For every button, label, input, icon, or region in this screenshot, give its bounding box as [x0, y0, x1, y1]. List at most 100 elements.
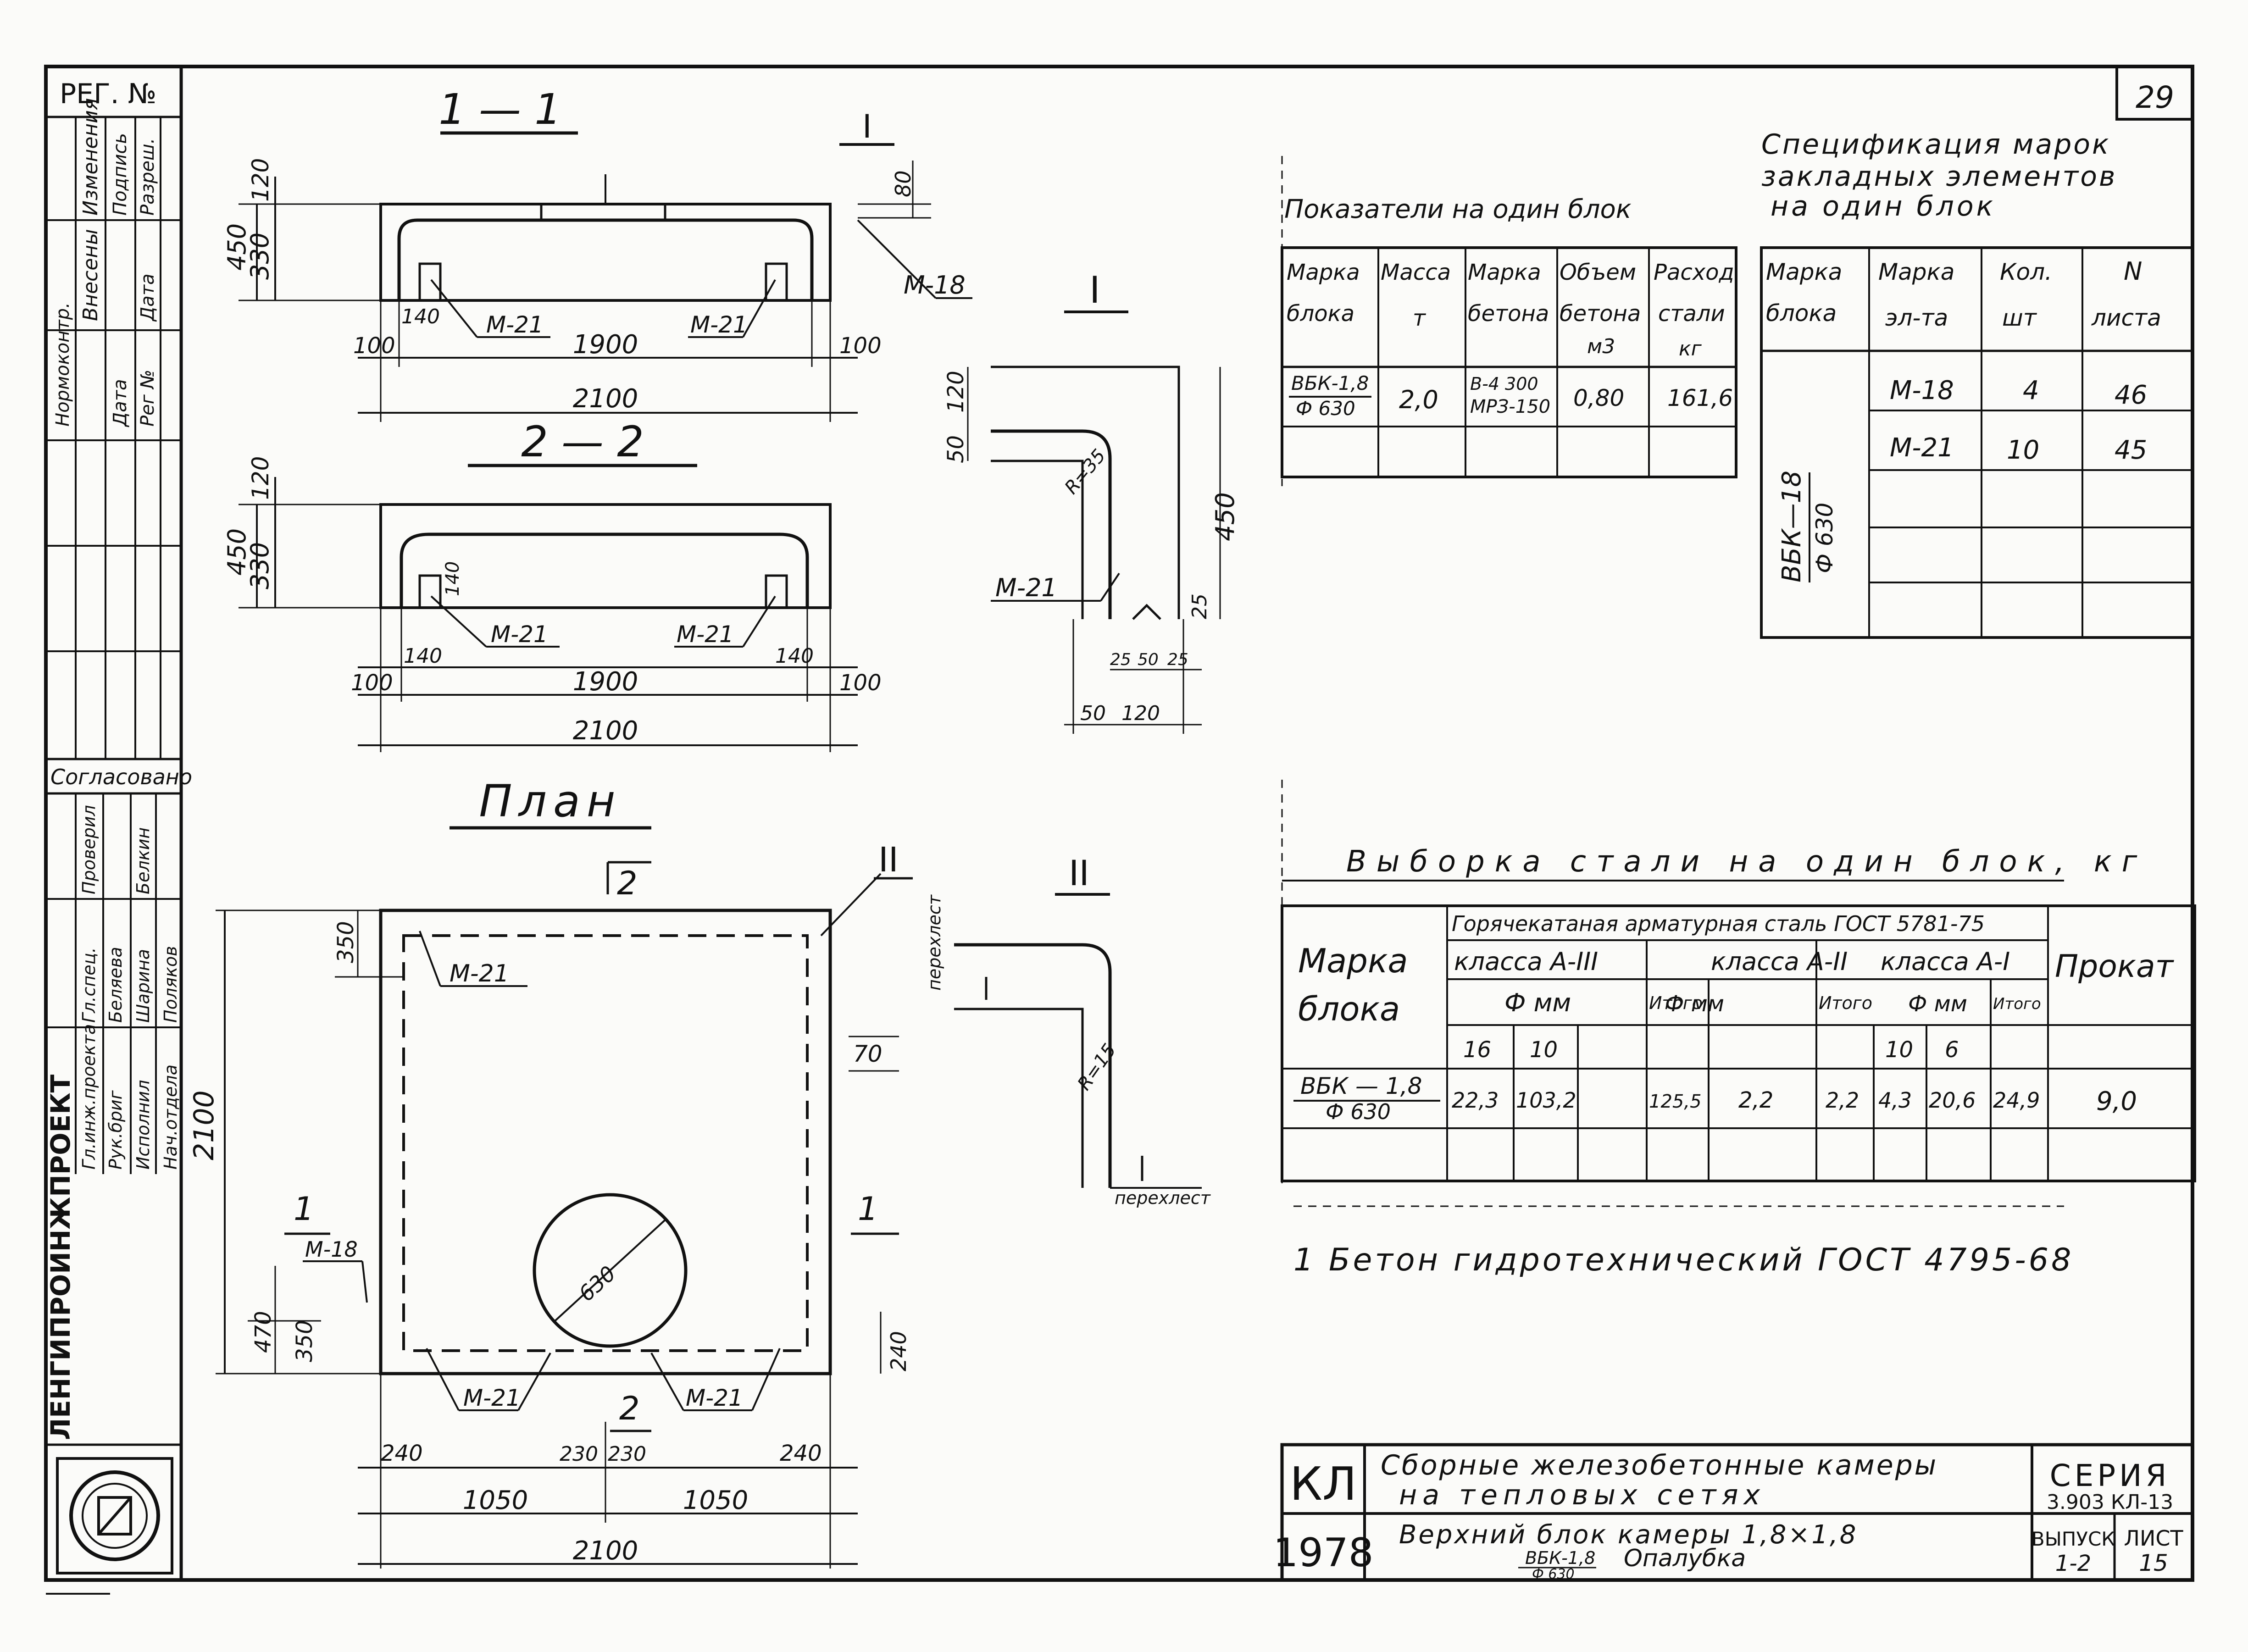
node-I-marker: I: [862, 108, 872, 145]
plan-dim-350-bot: 350: [292, 1320, 317, 1362]
ind-volume: 0,80: [1573, 385, 1624, 411]
ind-h-steel-2: стали: [1658, 301, 1725, 327]
spec-m18-qty: 4: [2023, 376, 2039, 405]
opening-circle: [533, 1193, 688, 1348]
steel-a2: 2,2: [1738, 1087, 1773, 1113]
title-block: КЛ 1978 Сборные железобетонные камеры на…: [1273, 1443, 2194, 1582]
outer-frame: [44, 65, 2194, 1582]
sig-role-0: Гл.инж.проекта: [79, 1024, 99, 1170]
spec-h-qty-2: шт: [2002, 305, 2037, 331]
plan-view: План 2 630 М-21 II 350 70 2100 1 1: [188, 776, 913, 1569]
steel-a2-dia: Ф мм: [1665, 991, 1724, 1017]
d1-dim-120: 120: [943, 371, 969, 413]
sig-name-2: Поляков: [161, 946, 181, 1023]
plan-sec11-right: 1: [858, 1190, 878, 1228]
s22-m21-right: М-21: [677, 621, 734, 648]
section-1-1: 1 — 1 I 450 120 330 80 М-18 М-21: [222, 85, 972, 422]
sig-name-1: Беляева: [105, 947, 126, 1023]
ind-h-mass-2: т: [1413, 305, 1427, 331]
plan-sec22-top: 2: [617, 865, 638, 902]
ind-conc-top: В-4 300: [1470, 374, 1538, 394]
tb-desc-1: Верхний блок камеры 1,8×1,8: [1399, 1520, 1858, 1550]
s22-dim-140-right: 140: [775, 644, 814, 668]
steel-title: Выборка стали на один блок, кг: [1346, 845, 2147, 879]
plan-dim-350-top: 350: [333, 921, 359, 963]
sig-role-4: Проверил: [79, 805, 99, 894]
s11-dim-2100: 2100: [573, 384, 638, 414]
s22-dim-100-left: 100: [351, 670, 393, 696]
rev-label-6: Дата: [137, 273, 158, 322]
steel-a2-itogo: Итого: [1819, 993, 1872, 1013]
tb-seria-value: 3.903 КЛ-13: [2047, 1491, 2173, 1514]
spec-title-1: Спецификация марок: [1761, 128, 2110, 161]
indicators-table: Показатели на один блок Марка блока Масс…: [1281, 194, 1737, 478]
tb-title-1: Сборные железобетонные камеры: [1381, 1449, 1938, 1481]
tb-code: КЛ: [1290, 1457, 1357, 1511]
sig-name-4: Белкин: [133, 827, 153, 894]
tb-vypusk-value: 1-2: [2055, 1551, 2091, 1576]
plan-dim-1050-l: 1050: [463, 1486, 528, 1515]
ind-h-mark-2: блока: [1287, 301, 1354, 327]
tb-vypusk-label: ВЫПУСК: [2032, 1528, 2115, 1550]
detail-I-title: I: [1089, 269, 1100, 311]
spec-block-sub: Ф 630: [1811, 503, 1838, 573]
s22-dim-330: 330: [245, 542, 274, 589]
s11-dim-330: 330: [245, 233, 274, 280]
steel-a1-total: 24,9: [1993, 1088, 2040, 1113]
ind-h-conc-1: Марка: [1468, 260, 1541, 285]
indicators-title: Показатели на один блок: [1284, 194, 1632, 224]
embedded-spec-table: Спецификация марок закладных элементов н…: [1760, 128, 2194, 639]
d1-dim-b50: 50: [1138, 650, 1159, 669]
sig-role-3: Исполнил: [133, 1080, 153, 1170]
plan-sec11-left: 1: [294, 1190, 314, 1228]
ind-h-steel-3: кг: [1679, 337, 1702, 360]
spec-h-sheet-2: листа: [2091, 305, 2161, 331]
rev-label-3: Подпись: [110, 133, 131, 216]
steel-col-mark-1: Марка: [1298, 942, 1408, 980]
plan-dim-2100-vert: 2100: [188, 1090, 220, 1160]
plan-dim-240-r2: 240: [780, 1441, 822, 1466]
s11-dim-80: 80: [891, 170, 916, 197]
rev-label-7: Рег №: [137, 370, 158, 427]
plan-outline: [379, 909, 832, 1375]
plan-dim-2100: 2100: [573, 1536, 638, 1566]
steel-class-a2: класса А-II: [1711, 947, 1848, 976]
note-concrete: 1 Бетон гидротехнический ГОСТ 4795-68: [1293, 1242, 2074, 1278]
detail-I: I 120 50 R=35 450 25 М-21 25 50 25 50 12…: [943, 269, 1240, 734]
spec-m21: М-21: [1890, 433, 1954, 463]
steel-a3-itogo: Итого: [1649, 993, 1703, 1013]
s11-dim-100-right: 100: [839, 333, 882, 359]
reg-no: РЕГ. №: [60, 78, 156, 110]
steel-mark-top: ВБК — 1,8: [1300, 1073, 1422, 1099]
d1-dim-25: 25: [1188, 593, 1211, 619]
ind-h-mass-1: Масса: [1381, 260, 1451, 285]
steel-a3-dia: Ф мм: [1504, 988, 1571, 1017]
steel-class-a1: класса А-I: [1881, 947, 2010, 976]
s22-dim-140-h: 140: [442, 561, 463, 596]
ind-h-mark-1: Марка: [1287, 260, 1360, 285]
section-2-2: 2 — 2 450 120 330 140 М-21 М-21 140 140 …: [222, 417, 882, 752]
d1-dim-w50: 50: [1080, 702, 1106, 725]
steel-d16: 16: [1463, 1037, 1491, 1063]
tb-list-label: ЛИСТ: [2124, 1526, 2183, 1551]
steel-a3-10: 103,2: [1516, 1088, 1576, 1113]
steel-a1-dia: Ф мм: [1908, 991, 1967, 1017]
plan-dim-230-a: 230: [560, 1442, 598, 1466]
s11-dim-450: 450: [222, 223, 251, 271]
plan-m21-top: М-21: [450, 960, 509, 987]
org-logo: [56, 1457, 173, 1574]
plan-m21-bottom-right: М-21: [686, 1385, 743, 1411]
plan-dim-240-l: 240: [381, 1441, 423, 1466]
sig-role-2: Нач.отдела: [161, 1064, 181, 1170]
plan-node-II: II: [878, 840, 899, 880]
steel-prokat: 9,0: [2096, 1087, 2137, 1116]
spec-h-el-1: Марка: [1878, 259, 1954, 285]
d1-radius: R=35: [1060, 445, 1110, 499]
spec-m18: М-18: [1890, 376, 1954, 405]
plan-title: План: [479, 776, 622, 827]
steel-group-header: Горячекатаная арматурная сталь ГОСТ 5781…: [1452, 911, 1985, 936]
s11-dim-140: 140: [401, 305, 440, 328]
s11-m21-left: М-21: [486, 311, 544, 338]
spec-h-block-1: Марка: [1766, 259, 1842, 285]
